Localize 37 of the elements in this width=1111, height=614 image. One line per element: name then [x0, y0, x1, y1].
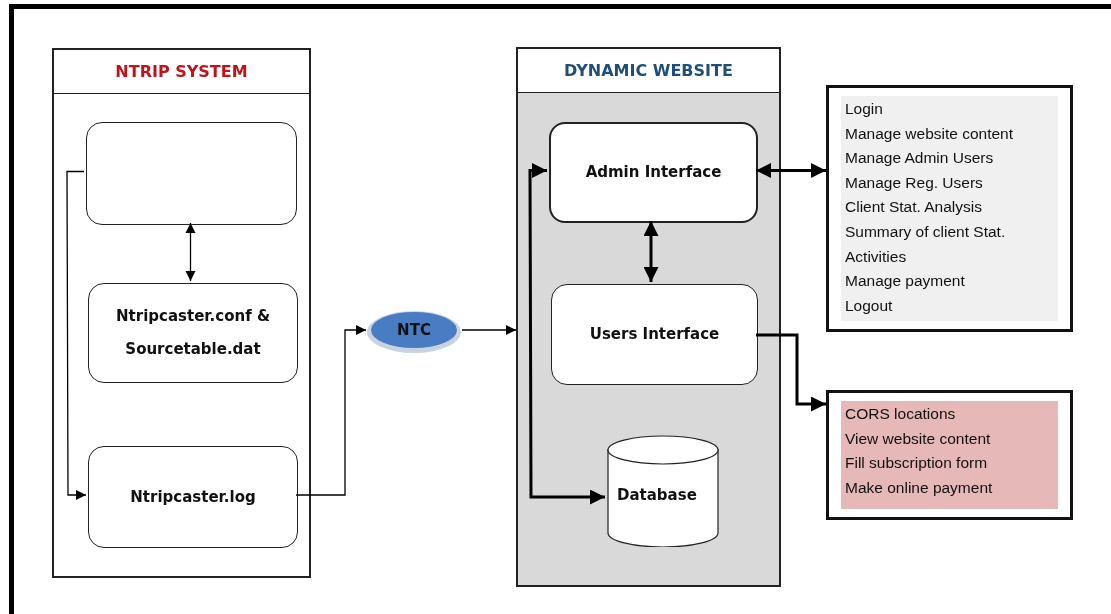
process-box — [551, 284, 758, 385]
arrow — [66, 170, 87, 501]
process-box — [88, 446, 298, 548]
list-item: Client Stat. Analysis — [845, 197, 983, 218]
arrow — [461, 324, 517, 336]
list-item: Fill subscription form — [845, 453, 989, 474]
list-item: Logout — [845, 295, 894, 316]
list-item: Manage payment — [845, 271, 966, 292]
list-item: Summary of client Stat. — [845, 221, 1007, 242]
list-item: Manage website content — [845, 123, 1015, 144]
list-item: Make online payment — [845, 477, 994, 498]
box-label: Ntripcaster.log — [130, 486, 256, 508]
box-label: Admin Interface — [585, 162, 722, 183]
list-item: Manage Admin Users — [845, 148, 995, 169]
list-item: Activities — [845, 246, 908, 267]
arrow — [185, 222, 196, 282]
arrow — [643, 221, 659, 282]
system-panel — [52, 48, 311, 578]
arrow — [295, 324, 367, 496]
list-item: Manage Reg. Users — [845, 172, 984, 193]
panel-heading: DYNAMIC WEBSITE — [518, 49, 779, 93]
process-box — [86, 122, 297, 225]
arrow — [756, 333, 826, 412]
box-label: Users Interface — [589, 324, 720, 345]
process-box — [549, 122, 758, 223]
list-box — [826, 390, 1073, 520]
box-label: Ntripcaster.conf & Sourcetable.dat — [115, 306, 271, 360]
list-item: CORS locations — [845, 404, 957, 424]
list-box — [826, 85, 1073, 332]
website-panel — [516, 47, 781, 587]
list-item: Login — [845, 99, 884, 119]
arrow — [756, 163, 826, 178]
list-item: View website content — [845, 428, 992, 449]
node-label: NTC — [397, 321, 431, 339]
process-box — [88, 283, 298, 383]
arrow — [528, 163, 605, 505]
node-label: Database — [617, 485, 698, 506]
